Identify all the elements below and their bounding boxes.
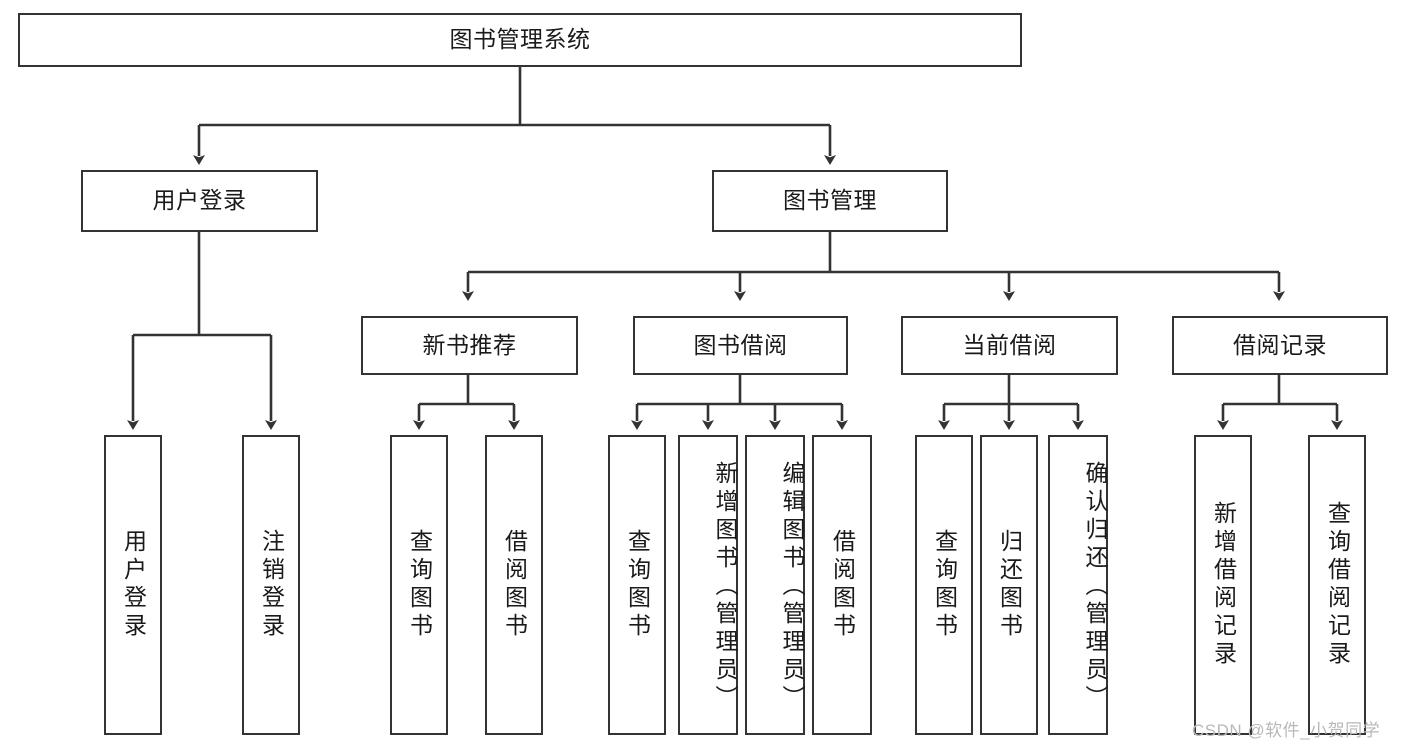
- node-label: 图书管理系统: [449, 26, 591, 53]
- node-label: 确认归还（管理员）: [1082, 461, 1108, 713]
- node-label: 查询图书: [406, 529, 433, 641]
- leaf-query-book-1[interactable]: 查询图书: [390, 435, 448, 735]
- node-label: 注销登录: [258, 529, 285, 641]
- node-book-management[interactable]: 图书管理: [712, 170, 948, 232]
- leaf-add-book-admin[interactable]: 新增图书（管理员）: [678, 435, 738, 735]
- node-label: 查询借阅记录: [1324, 501, 1351, 669]
- leaf-return-book[interactable]: 归还图书: [980, 435, 1038, 735]
- leaf-add-borrow-record[interactable]: 新增借阅记录: [1194, 435, 1252, 735]
- node-new-book-recommend[interactable]: 新书推荐: [361, 316, 578, 375]
- node-label: 查询图书: [624, 529, 651, 641]
- node-user-login[interactable]: 用户登录: [81, 170, 318, 232]
- node-label: 当前借阅: [962, 331, 1057, 358]
- leaf-query-book-2[interactable]: 查询图书: [608, 435, 666, 735]
- node-label: 查询图书: [931, 529, 958, 641]
- node-book-borrow[interactable]: 图书借阅: [633, 316, 848, 375]
- leaf-borrow-book-1[interactable]: 借阅图书: [485, 435, 543, 735]
- node-label: 借阅记录: [1233, 331, 1327, 358]
- node-current-borrow[interactable]: 当前借阅: [901, 316, 1118, 375]
- node-label: 新书推荐: [422, 331, 517, 358]
- leaf-user-login[interactable]: 用户登录: [104, 435, 162, 735]
- node-label: 借阅图书: [829, 529, 856, 641]
- node-book-management-system[interactable]: 图书管理系统: [18, 13, 1022, 67]
- leaf-query-borrow-record[interactable]: 查询借阅记录: [1308, 435, 1366, 735]
- leaf-query-book-3[interactable]: 查询图书: [915, 435, 973, 735]
- csdn-watermark: CSDN @软件_小贺同学: [1192, 721, 1381, 740]
- node-label: 图书借阅: [693, 331, 788, 358]
- node-label: 新增借阅记录: [1210, 501, 1237, 669]
- node-label: 归还图书: [996, 529, 1023, 641]
- node-label: 用户登录: [120, 529, 147, 641]
- leaf-edit-book-admin[interactable]: 编辑图书（管理员）: [745, 435, 805, 735]
- node-borrow-record[interactable]: 借阅记录: [1172, 316, 1388, 375]
- node-label: 借阅图书: [501, 529, 528, 641]
- leaf-borrow-book-2[interactable]: 借阅图书: [812, 435, 872, 735]
- node-label: 新增图书（管理员）: [712, 461, 738, 713]
- node-label: 编辑图书（管理员）: [779, 461, 805, 713]
- leaf-confirm-return-admin[interactable]: 确认归还（管理员）: [1048, 435, 1108, 735]
- leaf-logout-login[interactable]: 注销登录: [242, 435, 300, 735]
- node-label: 图书管理: [783, 187, 877, 214]
- node-label: 用户登录: [152, 187, 247, 214]
